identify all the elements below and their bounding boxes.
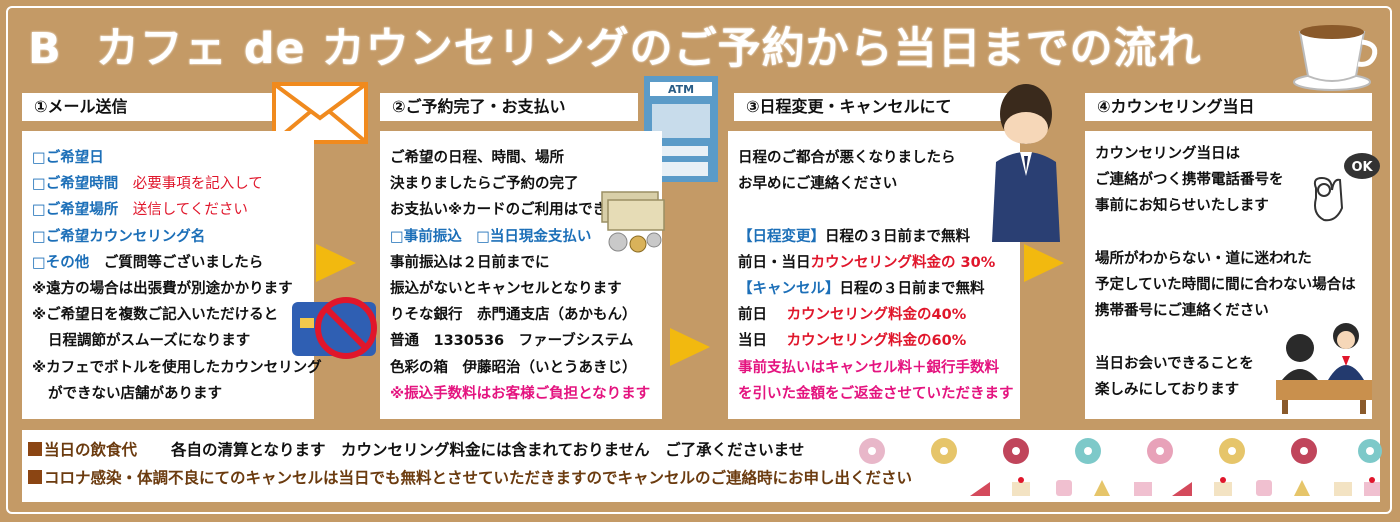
step4-line8: 楽しみにしております	[1095, 381, 1240, 398]
donut-icon	[931, 438, 957, 464]
cancel-free: 日程の３日前まで無料	[839, 280, 985, 297]
option-cash: □当日現金支払い	[476, 228, 592, 245]
step2-line1: ご希望の日程、時間、場所	[390, 150, 564, 166]
donut-icon	[1075, 438, 1101, 464]
note-multiple-dates-a: ※ご希望日を複数ご記入いただけると	[32, 307, 279, 324]
ok-hand-icon: OK	[1313, 153, 1380, 222]
donut-icon	[1003, 438, 1029, 464]
step2-line2: 決まりましたらご予約の完了	[390, 176, 579, 193]
step4-line5: 予定していた時間に間に合わない場合は	[1095, 276, 1356, 293]
cake-icon	[1334, 482, 1352, 496]
item-other: □その他	[32, 254, 90, 271]
cake-icon	[1134, 482, 1152, 496]
note-send: 送信してください	[132, 202, 248, 219]
donut-icon	[1147, 438, 1173, 464]
cake-icon	[1056, 480, 1072, 496]
bowing-man-icon	[992, 84, 1060, 242]
step1-box: □ご希望日 □ご希望時間 必要事項を記入して □ご希望場所 送信してください □…	[22, 131, 322, 419]
step4-line4: 場所がわからない・道に迷われた	[1095, 250, 1312, 267]
step3-line2: お早めにご連絡ください	[738, 176, 898, 193]
cake-icon	[1172, 482, 1192, 496]
step2-header: ②ご予約完了・お支払い	[380, 93, 638, 121]
step4-header: ④カウンセリング当日	[1085, 93, 1372, 121]
title-text: カフェ de カウンセリングのご予約から当日までの流れ	[95, 24, 1202, 74]
step4-box: カウンセリング当日は ご連絡がつく携帯電話番号を 事前にお知らせいたします 場所…	[1085, 131, 1372, 419]
reschedule-day-before: 前日・当日	[738, 254, 811, 271]
bullet-square-icon	[28, 442, 42, 456]
arrow-step2-to-step3	[670, 328, 710, 366]
cake-icon	[1214, 477, 1232, 496]
label-cancel: 【キャンセル】	[738, 280, 840, 297]
arrow-step3-to-step4	[1024, 244, 1064, 282]
cancel-same-day-fee: カウンセリング料金の60%	[786, 333, 967, 350]
item-date: □ご希望日	[32, 150, 104, 166]
cake-icon	[1256, 480, 1272, 496]
food-note: 各自の清算となります カウンセリング料金には含まれておりません ご了承くださいま…	[171, 441, 805, 459]
cake-icon	[1094, 480, 1110, 496]
cake-icon	[1012, 477, 1030, 496]
step4-line6: 携帯番号にご連絡ください	[1095, 303, 1269, 320]
reschedule-fee: カウンセリング料金の 30%	[810, 254, 996, 271]
covid-cancel-note: コロナ感染・体調不良にてのキャンセルは当日でも無料とさせていただきますのでキャン…	[44, 469, 913, 487]
food-label: 当日の飲食代	[44, 441, 138, 459]
label-reschedule: 【日程変更】	[738, 228, 825, 245]
donut-icon	[1291, 438, 1317, 464]
cake-icon	[970, 482, 990, 496]
step2-line5: 事前振込は２日前までに	[390, 254, 550, 271]
counseling-scene-icon	[1276, 323, 1372, 414]
note-fill: 必要事項を記入して	[132, 176, 263, 193]
step2-line3: お支払い※カードのご利用はできません	[390, 202, 651, 219]
cakes-decoration	[970, 477, 1380, 496]
step1-header: ①メール送信	[22, 93, 314, 121]
outer-frame	[6, 6, 1392, 514]
arrow-step1-to-step2	[316, 244, 356, 282]
page-title: B カフェ de カウンセリングのご予約から当日までの流れ	[28, 14, 1288, 84]
bank-name: りそな銀行 赤門通支店（あかもん）	[390, 307, 637, 324]
note-bottle-b: ができない店舗があります	[48, 385, 222, 402]
note-multiple-dates-b: 日程調節がスムーズになります	[48, 333, 251, 350]
item-counseling: □ご希望カウンセリング名	[32, 228, 206, 245]
step3-line1: 日程のご都合が悪くなりましたら	[738, 150, 956, 166]
refund-note-a: 事前支払いはキャンセル料＋銀行手数料	[738, 359, 999, 376]
atm-icon: ATM	[644, 76, 718, 182]
ok-label: OK	[1351, 160, 1373, 175]
donut-icon	[1358, 439, 1382, 463]
no-credit-card-icon	[292, 297, 377, 359]
bottom-notes: 当日の飲食代 各自の清算となります カウンセリング料金には含まれておりません ご了…	[22, 430, 1380, 502]
section-letter: B	[28, 24, 62, 74]
note-travel-fee: ※遠方の場合は出張費が別途かかります	[32, 280, 293, 297]
step3-box: 日程のご都合が悪くなりましたら お早めにご連絡ください 【日程変更】日程の３日前…	[728, 131, 1020, 419]
cake-icon	[1364, 477, 1380, 496]
note-bottle-a: ※カフェでボトルを使用したカウンセリング	[32, 359, 322, 376]
step2-line6: 振込がないとキャンセルとなります	[390, 280, 622, 297]
item-place: □ご希望場所	[32, 202, 119, 219]
step4-line2: ご連絡がつく携帯電話番号を	[1095, 172, 1284, 189]
bullet-square-icon	[28, 470, 42, 484]
bank-account: 普通 1330536 ファーブシステム	[390, 333, 634, 350]
donuts-decoration	[859, 438, 1382, 464]
note-questions: ご質問等ございましたら	[103, 254, 264, 271]
cake-icon	[1294, 480, 1310, 496]
account-holder: 色彩の箱 伊藤昭治（いとうあきじ）	[390, 359, 637, 376]
transfer-fee-note: ※振込手数料はお客様ご負担となります	[390, 385, 651, 402]
cancel-day-before: 前日	[738, 307, 767, 324]
step4-line1: カウンセリング当日は	[1095, 146, 1240, 162]
donut-icon	[1219, 438, 1245, 464]
coffee-cup-icon	[1293, 25, 1378, 91]
refund-note-b: を引いた金額をご返金させていただきます	[738, 385, 1014, 402]
step2-box: ご希望の日程、時間、場所 決まりましたらご予約の完了 お支払い※カードのご利用は…	[380, 131, 662, 419]
item-time: □ご希望時間	[32, 176, 119, 193]
cancel-day-before-fee: カウンセリング料金の40%	[786, 307, 967, 324]
step4-line7: 当日お会いできることを	[1095, 355, 1254, 372]
reschedule-free: 日程の３日前まで無料	[825, 228, 970, 245]
step3-header: ③日程変更・キャンセルにて	[734, 93, 1016, 121]
cancel-same-day: 当日	[738, 333, 767, 350]
donut-icon	[859, 438, 885, 464]
money-icon	[601, 191, 665, 253]
atm-label: ATM	[668, 83, 694, 96]
option-prepay: □事前振込	[390, 228, 462, 245]
step4-line3: 事前にお知らせいたします	[1095, 198, 1269, 215]
